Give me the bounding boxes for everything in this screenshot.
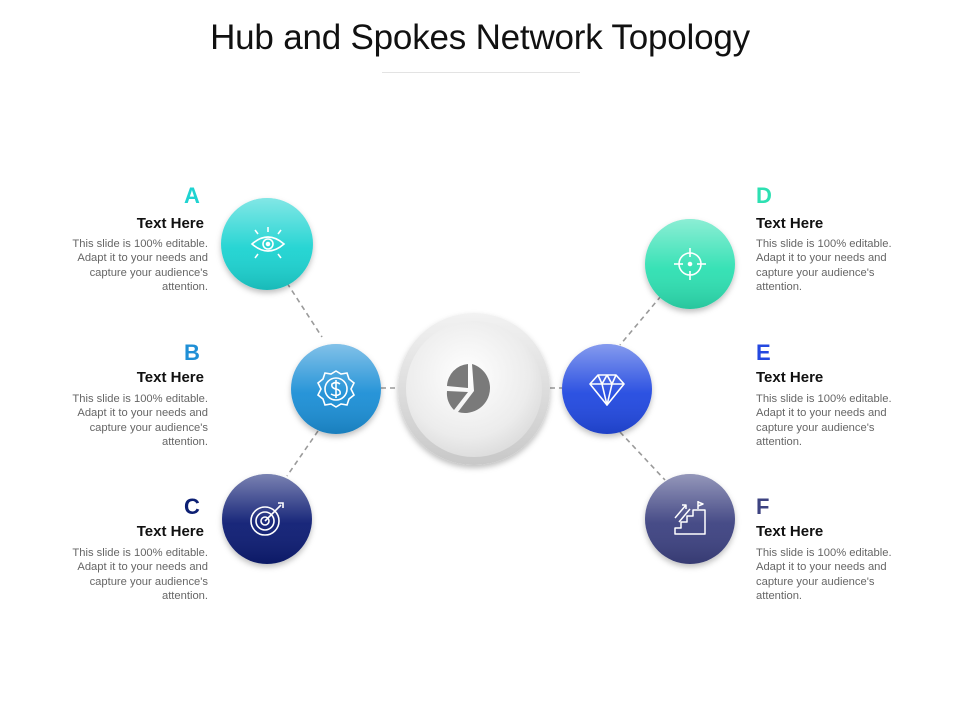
- node-e-description: This slide is 100% editable. Adapt it to…: [756, 393, 892, 449]
- node-a-heading: Text Here: [136, 215, 204, 232]
- connector-a-b: [286, 282, 323, 338]
- node-d-circle: [645, 219, 735, 309]
- node-b-circle: [291, 344, 381, 434]
- node-a-letter: A: [184, 183, 200, 208]
- title-divider: [382, 72, 580, 73]
- node-f-description: This slide is 100% editable. Adapt it to…: [756, 547, 892, 603]
- node-a-circle: [221, 198, 313, 290]
- node-e-circle: [562, 344, 652, 434]
- dollar-badge-icon: [316, 370, 356, 408]
- node-b-heading: Text Here: [136, 369, 204, 386]
- node-b-description: This slide is 100% editable. Adapt it to…: [72, 393, 208, 449]
- node-b-letter: B: [184, 340, 200, 365]
- pie-chart-icon: [446, 364, 491, 414]
- node-a-description: This slide is 100% editable. Adapt it to…: [72, 238, 208, 294]
- connector-d-e: [619, 295, 662, 346]
- node-d-description: This slide is 100% editable. Adapt it to…: [756, 238, 892, 294]
- diamond-icon: [589, 374, 625, 406]
- connector-b-c: [286, 430, 319, 477]
- connector-e-f: [619, 431, 666, 481]
- node-e-letter: E: [756, 340, 771, 365]
- node-d-letter: D: [756, 183, 772, 208]
- node-c-description: This slide is 100% editable. Adapt it to…: [72, 547, 208, 603]
- slide-title: Hub and Spokes Network Topology: [210, 18, 750, 57]
- target-icon: [250, 502, 284, 536]
- node-f-heading: Text Here: [756, 523, 824, 540]
- node-c-letter: C: [184, 494, 200, 519]
- stairs-growth-icon: [674, 501, 706, 535]
- hub-node: [398, 313, 550, 465]
- node-f-letter: F: [756, 494, 770, 519]
- crosshair-icon: [674, 248, 706, 280]
- node-f-circle: [645, 474, 735, 564]
- node-e-heading: Text Here: [756, 369, 824, 386]
- node-d-heading: Text Here: [756, 215, 824, 232]
- eye-icon: [250, 227, 286, 259]
- node-c-heading: Text Here: [136, 523, 204, 540]
- node-c-circle: [222, 474, 312, 564]
